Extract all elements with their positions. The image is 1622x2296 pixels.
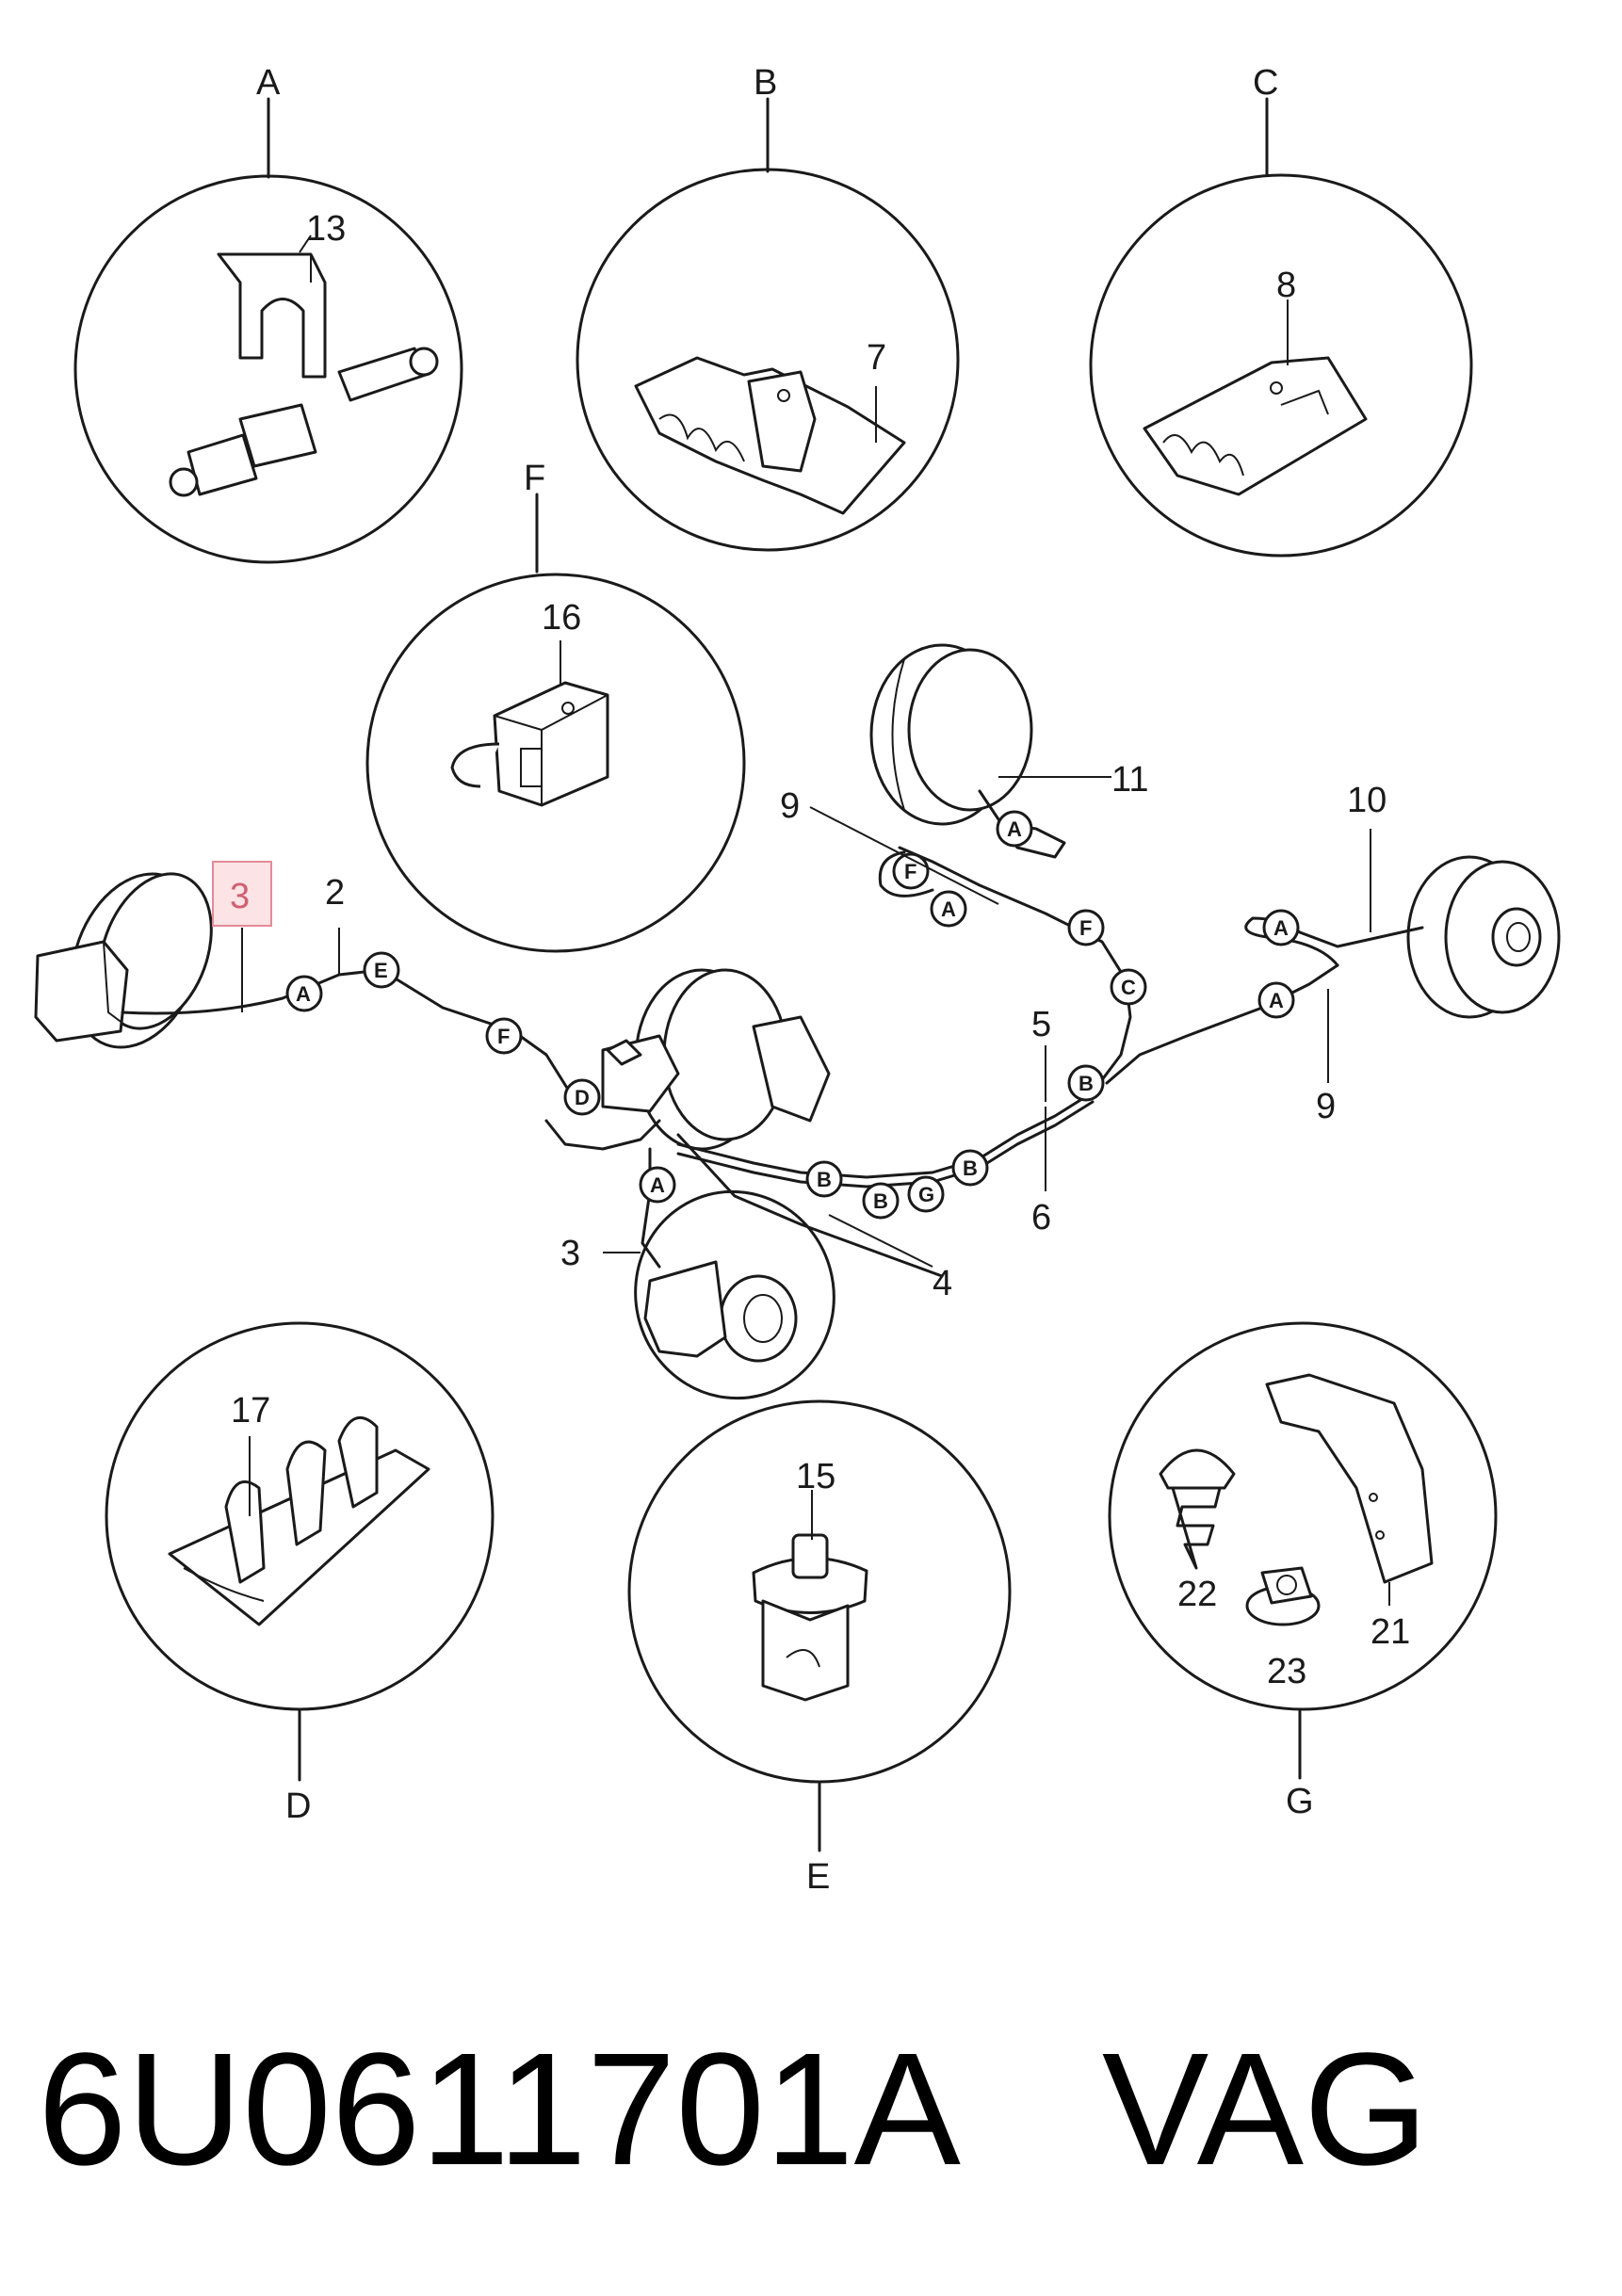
- rear-drum-top-icon: [869, 643, 1033, 826]
- brake-switch-icon: [169, 347, 439, 497]
- marker-a-6: [1257, 981, 1295, 1019]
- part-number-text: 6U0611701A: [38, 2020, 961, 2199]
- detail-b-letter: B: [754, 63, 777, 103]
- marker-b-4: [1067, 1064, 1105, 1102]
- marker-b-2-label: B: [873, 1189, 888, 1213]
- marker-a-5-label: A: [1273, 916, 1289, 940]
- marker-a-5: [1262, 909, 1300, 946]
- label-15: 15: [796, 1457, 835, 1496]
- marker-c-1: [1110, 968, 1147, 1006]
- marker-a-2-label: A: [650, 1173, 665, 1197]
- detail-g-letter: G: [1286, 1782, 1314, 1821]
- main-labels: 3 2 3 4 5 6 9 9 10 11: [212, 760, 1387, 1303]
- label-5: 5: [1031, 1005, 1051, 1044]
- marker-g-1: [907, 1175, 945, 1213]
- highlight-label-3: 3: [230, 877, 250, 916]
- front-right-caliper-icon: [634, 1189, 835, 1400]
- marker-b-1: [805, 1160, 843, 1198]
- label-9-right: 9: [1316, 1087, 1336, 1126]
- marker-e-1-label: E: [374, 959, 388, 982]
- marker-b-3: [951, 1149, 989, 1187]
- front-left-caliper-icon: [34, 872, 213, 1049]
- clip-15-icon: [752, 1533, 868, 1702]
- marker-a-2: [639, 1166, 676, 1204]
- clip-16-icon: [450, 681, 609, 807]
- marker-b-3-label: B: [963, 1156, 978, 1180]
- marker-a-6-label: A: [1269, 989, 1284, 1012]
- marker-a-4-label: A: [941, 897, 956, 921]
- nut-23-icon: [1245, 1566, 1321, 1626]
- footer-part-number: 6U0611701A VAG: [38, 2015, 1601, 2223]
- label-2: 2: [325, 873, 345, 913]
- label-13: 13: [306, 209, 346, 249]
- rear-drum-right-icon: [1406, 855, 1561, 1019]
- detail-b: B 7: [576, 63, 960, 552]
- brake-booster-icon: [601, 968, 831, 1151]
- marker-f-2: [1067, 909, 1105, 946]
- label-7: 7: [867, 338, 886, 378]
- marker-g-1-label: G: [918, 1183, 934, 1206]
- detail-f-letter: F: [524, 459, 545, 498]
- label-16: 16: [542, 598, 581, 638]
- clip-17-icon: [168, 1416, 430, 1626]
- brand-text: VAG: [1101, 2020, 1429, 2199]
- marker-b-2: [862, 1182, 900, 1220]
- clip-8-icon: [1143, 356, 1368, 496]
- clip-7-icon: [634, 356, 906, 515]
- detail-g: G 22 23 21: [1108, 1321, 1498, 1821]
- rivet-22-icon: [1159, 1448, 1236, 1570]
- bracket-21-icon: [1265, 1373, 1434, 1584]
- detail-e-letter: E: [806, 1857, 830, 1897]
- label-21: 21: [1371, 1612, 1410, 1652]
- pipe-markers: A E F D A B B G B B C F A F A A A: [285, 810, 1300, 1220]
- label-17: 17: [231, 1391, 270, 1431]
- marker-f-2-label: F: [1079, 916, 1092, 940]
- detail-e: E 15: [627, 1399, 1012, 1897]
- marker-b-1-label: B: [817, 1168, 832, 1191]
- detail-d-letter: D: [285, 1787, 311, 1826]
- marker-d-1-label: D: [575, 1086, 590, 1109]
- label-10: 10: [1347, 781, 1387, 820]
- label-9-top: 9: [780, 786, 800, 826]
- label-4: 4: [933, 1264, 952, 1303]
- detail-a-letter: A: [256, 63, 281, 103]
- label-22: 22: [1177, 1575, 1217, 1614]
- detail-c-letter: C: [1253, 63, 1278, 103]
- marker-e-1: [363, 951, 400, 989]
- marker-a-3-label: A: [1007, 817, 1022, 841]
- detail-f: F 16: [365, 459, 746, 953]
- marker-a-1: [285, 975, 323, 1012]
- marker-f-1: [485, 1017, 523, 1055]
- clip-13-icon: [217, 252, 327, 379]
- label-8: 8: [1276, 266, 1296, 305]
- marker-f-1-label: F: [497, 1025, 510, 1048]
- detail-c: C 8: [1089, 63, 1473, 558]
- label-6: 6: [1031, 1198, 1051, 1237]
- marker-f-3-label: F: [904, 860, 916, 883]
- detail-a: A 13: [73, 63, 463, 564]
- label-11: 11: [1111, 760, 1148, 800]
- marker-a-1-label: A: [296, 982, 311, 1006]
- marker-d-1: [563, 1078, 601, 1116]
- marker-b-4-label: B: [1079, 1072, 1094, 1095]
- label-23: 23: [1267, 1652, 1306, 1691]
- highlight-box: [212, 861, 272, 927]
- detail-d: D 17: [105, 1321, 495, 1826]
- marker-a-3: [996, 810, 1033, 848]
- marker-c-1-label: C: [1121, 976, 1136, 999]
- label-3-main: 3: [560, 1234, 580, 1273]
- marker-a-4: [930, 890, 967, 928]
